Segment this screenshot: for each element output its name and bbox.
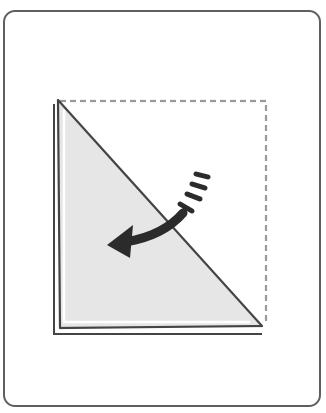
folded-triangle — [58, 100, 262, 328]
